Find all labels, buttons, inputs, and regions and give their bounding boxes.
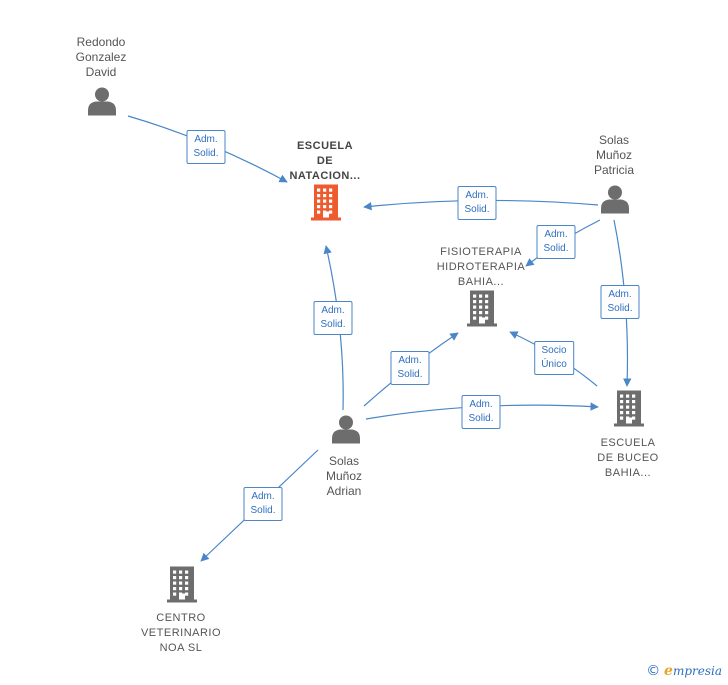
edge-label-adrian-buceo[interactable]: Adm. Solid. bbox=[461, 395, 501, 429]
person-icon-adrian[interactable] bbox=[331, 414, 361, 449]
brand-initial: e bbox=[664, 663, 673, 679]
footer-brand: © empresia bbox=[646, 663, 722, 679]
node-label-buceo[interactable]: ESCUELA DE BUCEO BAHIA... bbox=[597, 437, 659, 479]
edge-label-adrian-fisioterapia[interactable]: Adm. Solid. bbox=[390, 351, 430, 385]
building-icon-natacion[interactable] bbox=[311, 184, 341, 226]
brand-name: mpresia bbox=[672, 664, 722, 678]
node-label-fisioterapia[interactable]: FISIOTERAPIA HIDROTERAPIA BAHIA... bbox=[436, 246, 526, 288]
node-label-redondo[interactable]: Redondo Gonzalez David bbox=[75, 35, 127, 79]
copyright-symbol: © bbox=[646, 663, 661, 679]
building-icon-buceo[interactable] bbox=[614, 390, 644, 432]
edge-label-buceo-fisioterapia[interactable]: Socio Único bbox=[534, 341, 574, 375]
person-icon-patricia[interactable] bbox=[600, 184, 630, 219]
edges-layer bbox=[127, 115, 632, 562]
edge-label-patricia-natacion[interactable]: Adm. Solid. bbox=[457, 186, 497, 220]
edge-label-redondo-natacion[interactable]: Adm. Solid. bbox=[186, 130, 226, 164]
edge-label-patricia-fisioterapia[interactable]: Adm. Solid. bbox=[536, 225, 576, 259]
person-icon-redondo[interactable] bbox=[87, 86, 117, 121]
node-label-patricia[interactable]: Solas Muñoz Patricia bbox=[593, 133, 635, 177]
building-icon-veterinario[interactable] bbox=[167, 566, 197, 608]
building-icon-fisioterapia[interactable] bbox=[467, 290, 497, 332]
node-label-veterinario[interactable]: CENTRO VETERINARIO NOA SL bbox=[140, 612, 222, 654]
edge-label-patricia-buceo[interactable]: Adm. Solid. bbox=[600, 285, 640, 319]
node-label-adrian[interactable]: Solas Muñoz Adrian bbox=[325, 454, 363, 498]
edge-label-adrian-natacion[interactable]: Adm. Solid. bbox=[313, 301, 353, 335]
node-label-natacion[interactable]: ESCUELA DE NATACION... bbox=[289, 140, 361, 182]
edge-label-adrian-veterinario[interactable]: Adm. Solid. bbox=[243, 487, 283, 521]
